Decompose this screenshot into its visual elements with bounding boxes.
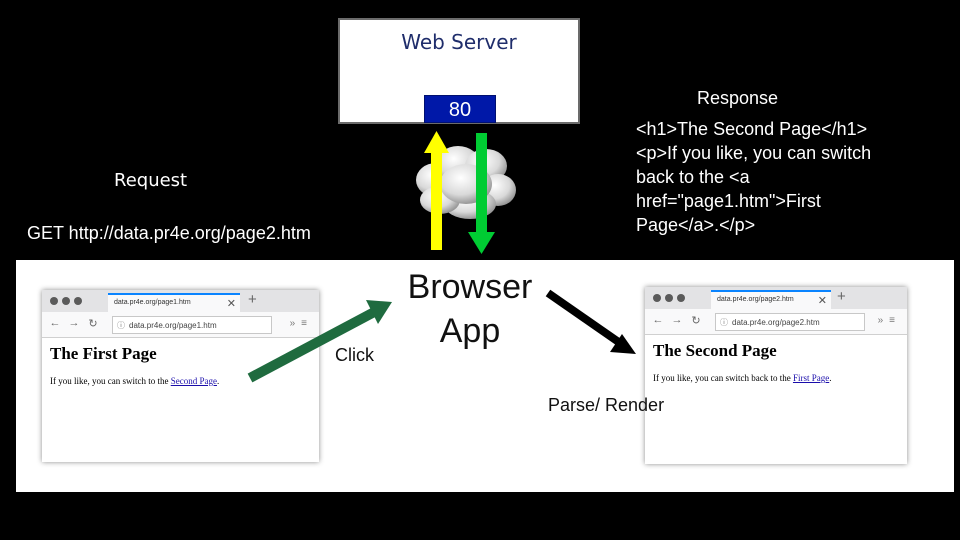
web-server-title: Web Server [401,30,517,54]
paragraph-text: If you like, you can switch back to the [653,373,791,383]
back-icon[interactable]: ← [49,317,61,329]
first-page-link[interactable]: First Page [792,373,830,383]
browser-titlebar: data.pr4e.org/page2.htm ✕ + [645,287,907,309]
browser-app-label: Browser App [400,265,540,353]
request-label: Request [114,170,188,191]
browser-navbar: ← → ↻ ⓘ data.pr4e.org/page1.htm »≡ [42,312,319,338]
close-tab-icon[interactable]: ✕ [817,295,827,307]
tab-title: data.pr4e.org/page1.htm [114,299,191,306]
second-page-link[interactable]: Second Page [170,376,217,386]
page-content: The First Page If you like, you can swit… [42,338,319,392]
reload-icon[interactable]: ↻ [88,318,98,330]
forward-icon[interactable]: → [671,314,683,326]
new-tab-icon[interactable]: + [248,291,257,308]
browser-tab[interactable]: data.pr4e.org/page1.htm ✕ [108,293,240,312]
browser-tab[interactable]: data.pr4e.org/page2.htm ✕ [711,290,831,309]
web-server-box: Web Server 80 [338,18,580,124]
forward-icon[interactable]: → [68,317,80,329]
browser-window-second-page: data.pr4e.org/page2.htm ✕ + ← → ↻ ⓘ data.… [645,287,907,464]
info-icon: ⓘ [117,321,125,330]
paragraph-text: If you like, you can switch to the [50,376,169,386]
browser-navbar: ← → ↻ ⓘ data.pr4e.org/page2.htm »≡ [645,309,907,335]
new-tab-icon[interactable]: + [837,288,846,305]
back-icon[interactable]: ← [652,314,664,326]
click-label: Click [335,345,374,365]
browser-titlebar: data.pr4e.org/page1.htm ✕ + [42,290,319,312]
parse-render-label: Parse/ Render [548,395,665,415]
page-paragraph: If you like, you can switch to the Secon… [50,376,311,386]
tab-title: data.pr4e.org/page2.htm [717,296,794,303]
page-paragraph: If you like, you can switch back to the … [653,373,899,383]
click-arrow [247,300,392,383]
paragraph-end: . [216,376,220,386]
url-bar[interactable]: ⓘ data.pr4e.org/page2.htm [715,313,865,331]
request-arrow [424,131,449,250]
close-tab-icon[interactable]: ✕ [226,298,236,310]
paragraph-end: . [829,373,832,383]
url-text: data.pr4e.org/page1.htm [129,321,217,330]
response-body-text: <h1>The Second Page</h1><p>If you like, … [636,119,872,235]
request-url-text: GET http://data.pr4e.org/page2.htm [27,223,311,243]
response-label: Response [697,88,779,108]
menu-icon[interactable]: »≡ [289,318,313,329]
port-80-box: 80 [424,95,496,123]
url-bar[interactable]: ⓘ data.pr4e.org/page1.htm [112,316,272,334]
window-controls[interactable] [50,297,82,305]
info-icon: ⓘ [720,318,728,327]
page-heading: The Second Page [653,341,777,360]
page-content: The Second Page If you like, you can swi… [645,335,907,389]
window-controls[interactable] [653,294,685,302]
browser-window-first-page: data.pr4e.org/page1.htm ✕ + ← → ↻ ⓘ data.… [42,290,319,462]
page-heading: The First Page [50,344,157,363]
reload-icon[interactable]: ↻ [691,315,701,327]
url-text: data.pr4e.org/page2.htm [732,318,820,327]
parse-render-arrow [545,289,636,354]
response-arrow [468,133,495,254]
menu-icon[interactable]: »≡ [877,315,901,326]
